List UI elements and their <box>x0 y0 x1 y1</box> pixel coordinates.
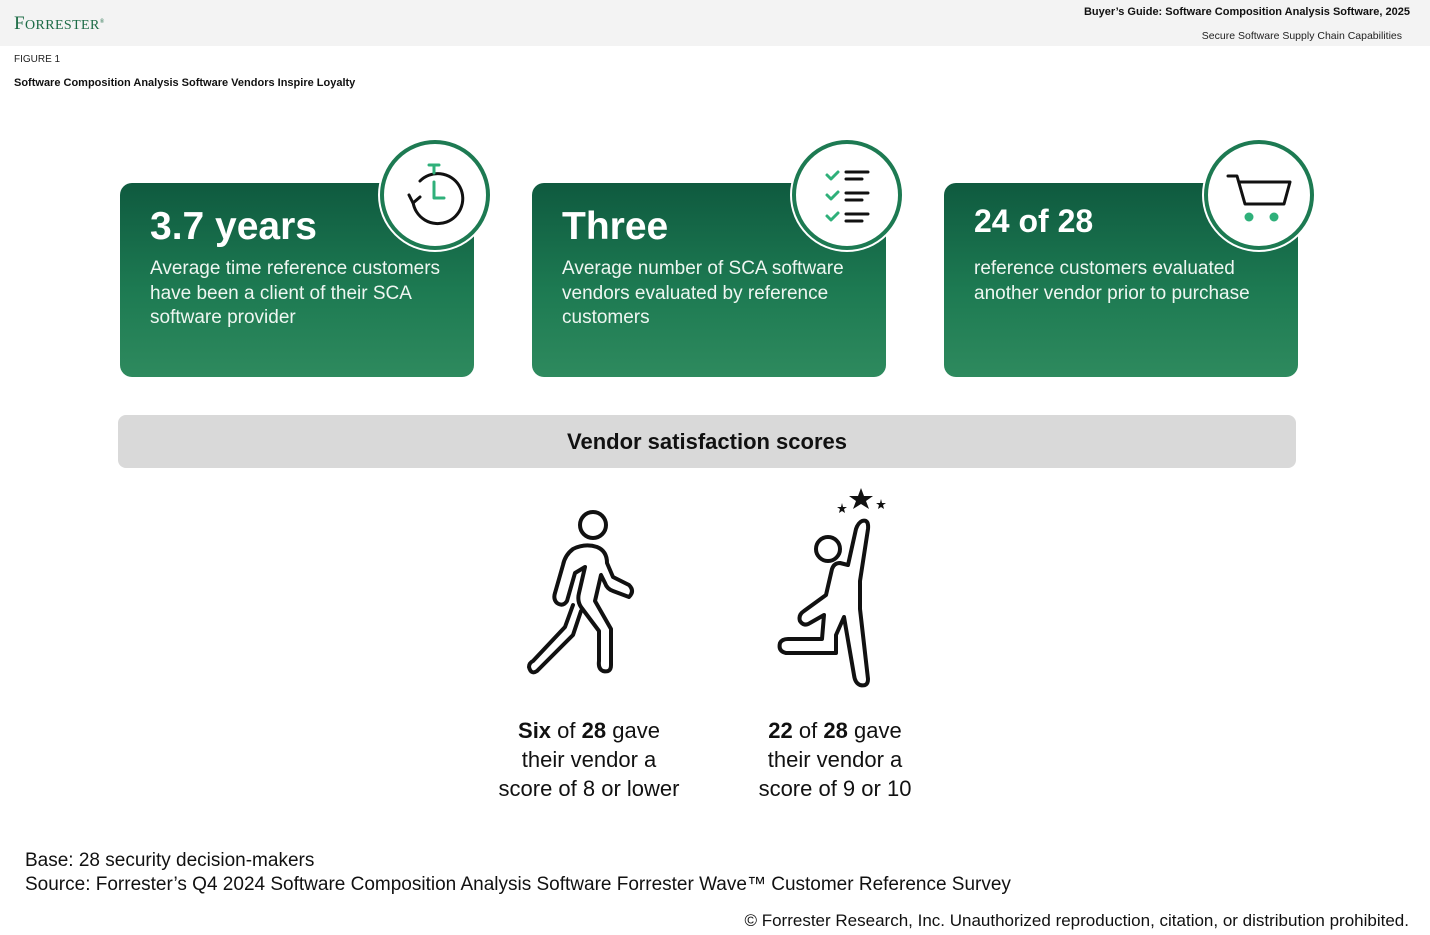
source-note: Source: Forrester’s Q4 2024 Software Com… <box>25 874 1011 895</box>
shopping-cart-icon <box>1204 140 1314 250</box>
score-count: 22 <box>768 718 793 743</box>
figure-label: FIGURE 1 <box>14 54 61 65</box>
score-line-2: their vendor a <box>521 747 657 772</box>
score-line-3: score of 8 or lower <box>498 776 680 801</box>
report-header: FORRESTER® Buyer’s Guide: Software Compo… <box>0 0 1430 46</box>
score-count: Six <box>518 718 552 743</box>
stat-description: Average number of SCA software vendors e… <box>562 258 844 328</box>
score-text-high: 22 of 28 gave their vendor a score of 9 … <box>715 716 955 803</box>
score-of: of <box>557 718 576 743</box>
score-line-3: score of 9 or 10 <box>758 776 912 801</box>
forrester-logo: FORRESTER® <box>14 13 105 34</box>
score-gave: gave <box>612 718 660 743</box>
figure-title: Software Composition Analysis Software V… <box>14 77 356 89</box>
score-total: 28 <box>581 718 607 743</box>
stat-value: 3.7 years <box>150 205 317 248</box>
copyright-notice: © Forrester Research, Inc. Unauthorized … <box>744 911 1409 930</box>
stat-description: Average time reference customers have be… <box>150 258 441 328</box>
satisfaction-heading: Vendor satisfaction scores <box>567 429 847 454</box>
score-total: 28 <box>823 718 848 743</box>
score-of: of <box>798 718 818 743</box>
checklist-icon <box>792 140 902 250</box>
base-note: Base: 28 security decision-makers <box>25 850 315 871</box>
score-line-2: their vendor a <box>767 747 903 772</box>
score-text-low: Six of 28 gave their vendor a score of 8… <box>469 716 709 803</box>
stat-description: reference customers evaluated another ve… <box>974 258 1250 304</box>
stopwatch-icon <box>380 140 490 250</box>
cheering-person-icon <box>777 488 886 688</box>
score-line-1: 22 of 28 gave <box>715 716 955 745</box>
score-line-1: Six of 28 gave <box>469 716 709 745</box>
satisfaction-heading-bar: Vendor satisfaction scores <box>118 415 1296 468</box>
walking-person-icon <box>527 510 634 675</box>
score-gave: gave <box>853 718 902 743</box>
stat-value: Three <box>562 205 669 248</box>
document-subtitle: Secure Software Supply Chain Capabilitie… <box>1201 30 1402 42</box>
stat-value: 24 of 28 <box>974 203 1094 239</box>
document-title: Buyer’s Guide: Software Composition Anal… <box>1083 6 1410 18</box>
